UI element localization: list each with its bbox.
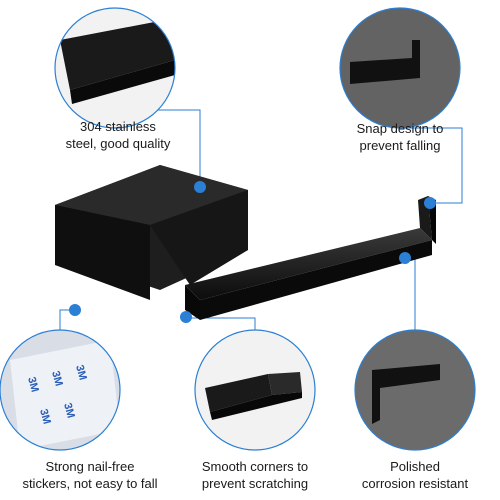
caption-steel-line-1: 304 stainless [80,119,156,134]
sticker-text-2: 3M [49,370,65,388]
caption-sticker-line-2: stickers, not easy to fall [22,476,158,491]
caption-sticker-line-1: Strong nail-free [45,459,135,474]
caption-corners: Smooth corners to prevent scratching [185,458,325,492]
caption-snap-line-1: Snap design to [356,121,444,136]
caption-polished-line-1: Polished [390,459,440,474]
marker-steel [194,181,206,193]
corner-closeup-image [194,329,316,451]
caption-polished-line-2: corrosion resistant [361,476,469,491]
marker-polished [399,252,411,264]
sticker-text-4: 3M [37,408,53,426]
caption-snap: Snap design to prevent falling [330,120,470,154]
marker-dots [69,181,436,323]
marker-corners [180,311,192,323]
caption-corners-line-1: Smooth corners to [201,459,309,474]
caption-snap-line-2: prevent falling [359,138,441,153]
sticker-text-5: 3M [61,402,77,420]
polished-closeup-image [354,329,476,451]
product-holder-image [55,165,436,320]
sticker-text-3: 3M [73,364,89,382]
caption-steel: 304 stainless steel, good quality [48,118,188,152]
caption-sticker: Strong nail-free stickers, not easy to f… [5,458,175,492]
marker-snap [424,197,436,209]
caption-corners-line-2: prevent scratching [201,476,309,491]
sticker-closeup-image: 3M 3M 3M 3M 3M [0,329,121,451]
caption-polished: Polished corrosion resistant [350,458,480,492]
caption-steel-line-2: steel, good quality [65,136,171,151]
marker-sticker [69,304,81,316]
snap-closeup-image [339,7,461,129]
sticker-text-1: 3M [25,376,41,394]
steel-closeup-image [54,7,176,129]
